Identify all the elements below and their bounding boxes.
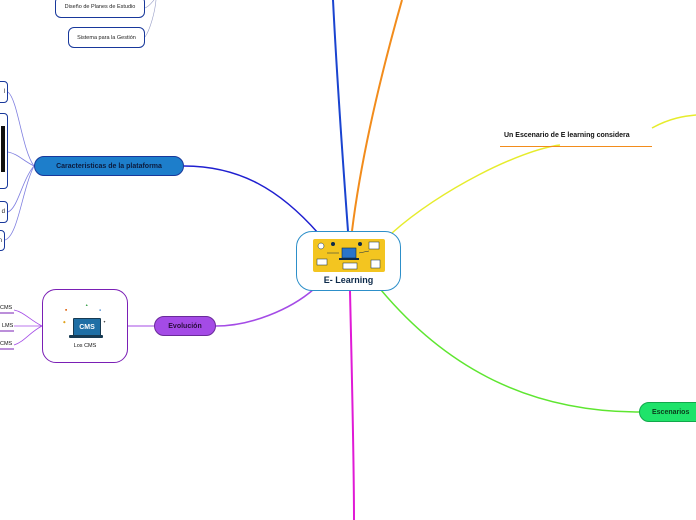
central-title: E- Learning [323, 275, 374, 285]
elearning-illustration [313, 239, 385, 272]
cut-box-4-label: n [0, 237, 2, 244]
central-topic[interactable]: E- Learning [296, 231, 401, 291]
cut-box-4[interactable]: n [0, 230, 5, 251]
link-central-caracteristicas [183, 165, 319, 234]
link-central-yellow [391, 144, 561, 234]
topic-evolucion[interactable]: Evolución [154, 316, 216, 336]
cms-mini-dot-4: ◆ [63, 320, 66, 324]
cms-mini-dot-2: ▲ [85, 303, 89, 307]
link-central-magenta [349, 290, 355, 520]
link-central-evolucion [215, 288, 315, 327]
link-central-top-orange [351, 0, 403, 232]
cms-laptop-base [69, 335, 103, 338]
cms-screen-text: CMS [79, 323, 95, 331]
escenario-underline [500, 146, 652, 147]
cut-box-1-label: l [3, 89, 5, 95]
cut-box-3-label: d [1, 209, 5, 215]
cms-mini-dot-1: ■ [65, 308, 68, 312]
link-car-eb3 [7, 165, 35, 213]
link-cms-l1 [13, 309, 43, 327]
topic-caracteristicas[interactable]: Caracteristicas de la plataforma [34, 156, 184, 176]
cms-mini-dot-3: ● [99, 308, 102, 312]
cut-box-2-image [1, 126, 5, 172]
topic-escenarios[interactable]: Escenarios [639, 402, 696, 422]
link-yellow-continue [651, 114, 696, 129]
cms-left-label-3[interactable]: CMS [0, 341, 13, 347]
subtopic-diseno[interactable]: Diseño de Planes de Estudio [55, 0, 145, 18]
link-car-eb4 [4, 165, 35, 241]
illustration-icons [316, 241, 381, 270]
subtopic-sistema[interactable]: Sistema para la Gestión [68, 27, 145, 48]
cms-mini-dot-5: ✦ [103, 320, 106, 324]
link-car-eb1 [7, 91, 35, 167]
cms-caption: Los CMS [73, 343, 97, 349]
topic-escenario-considera[interactable]: Un Escenario de E learning considera [504, 132, 630, 139]
cms-left-label-2[interactable]: LMS [2, 323, 14, 329]
cut-box-1[interactable]: l [0, 81, 8, 103]
cms-laptop-icon: CMS [73, 318, 101, 336]
cut-box-3[interactable]: d [0, 201, 8, 223]
cut-box-2[interactable] [0, 113, 8, 189]
link-subtopics-top [144, 0, 155, 9]
cms-left-label-1[interactable]: CMS [0, 305, 13, 311]
link-subtopics-sistema [144, 0, 157, 38]
link-central-top-blue [332, 0, 349, 232]
link-cms-l3 [13, 325, 43, 346]
link-car-eb2 [7, 151, 35, 167]
link-central-green [380, 289, 641, 413]
subtopic-los-cms[interactable]: ■ ▲ ● ◆ ✦ CMS Los CMS [42, 289, 128, 363]
